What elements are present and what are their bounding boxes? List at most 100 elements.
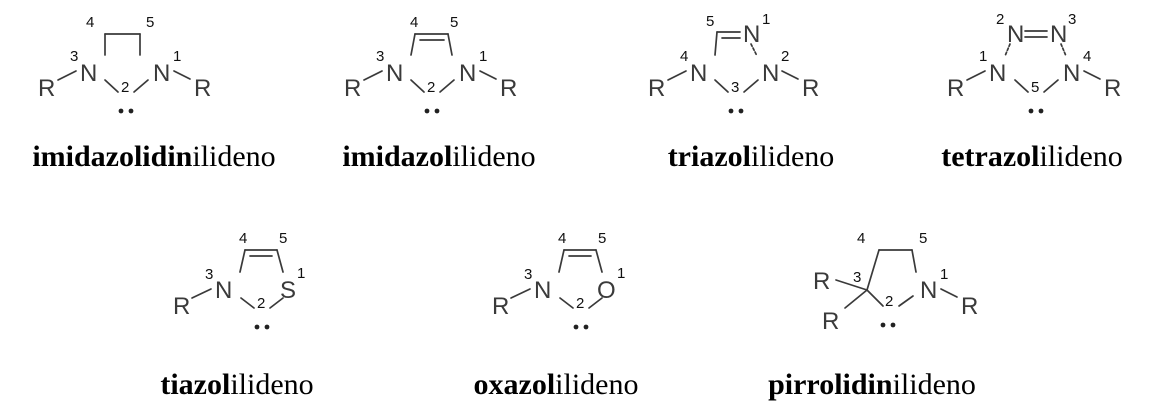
caption-regular-part: ilideno xyxy=(452,140,536,173)
carbene-lone-pair xyxy=(424,108,430,114)
atom-oxygen-1: O xyxy=(597,277,616,304)
position-number-3: 3 xyxy=(205,266,213,283)
position-number-4: 4 xyxy=(239,230,247,247)
caption-regular-part: ilideno xyxy=(892,368,976,401)
position-number-3: 3 xyxy=(376,48,384,65)
caption-triazolilideno: triazolilideno xyxy=(668,142,835,172)
carbene-lone-pair xyxy=(738,108,744,114)
structure-triazolilideno: R N N N R 4 2 3 5 1 xyxy=(648,11,819,114)
atom-nitrogen-3: N xyxy=(534,277,551,304)
position-number-1: 1 xyxy=(297,265,305,282)
structure-imidazolidinilideno: R N N R 3 1 2 4 5 xyxy=(38,14,211,114)
substituent-r-right: R xyxy=(1104,75,1121,102)
caption-bold-part: pirrolidin xyxy=(768,368,893,401)
structure-oxazolilideno: R N O 3 1 2 4 5 xyxy=(492,230,625,330)
carbene-lone-pair xyxy=(254,324,260,330)
atom-nitrogen-3: N xyxy=(215,277,232,304)
atom-nitrogen-1: N xyxy=(459,60,476,87)
atom-nitrogen-1: N xyxy=(153,60,170,87)
carbene-lone-pair xyxy=(728,108,734,114)
carbene-lone-pair xyxy=(1028,108,1034,114)
carbene-lone-pair xyxy=(434,108,440,114)
position-number-5: 5 xyxy=(279,230,287,247)
bonds xyxy=(966,30,1101,93)
position-number-1: 1 xyxy=(173,48,181,65)
atom-nitrogen-3: N xyxy=(80,60,97,87)
atom-nitrogen-2: N xyxy=(762,60,779,87)
position-number-2: 2 xyxy=(996,11,1004,28)
position-number-5: 5 xyxy=(450,14,458,31)
substituent-r-right: R xyxy=(500,75,517,102)
caption-imidazolidinilideno: imidazolidinilideno xyxy=(32,142,275,172)
bonds xyxy=(835,249,958,309)
bonds xyxy=(191,249,284,309)
position-number-2: 2 xyxy=(121,79,129,96)
atom-nitrogen-1: N xyxy=(743,21,760,48)
position-number-4: 4 xyxy=(857,230,865,247)
position-number-4: 4 xyxy=(558,230,566,247)
position-number-3: 3 xyxy=(524,266,532,283)
substituent-r-right: R xyxy=(194,75,211,102)
substituent-r-left: R xyxy=(38,75,55,102)
atom-sulfur-1: S xyxy=(280,277,296,304)
caption-bold-part: oxazol xyxy=(473,368,556,401)
atom-nitrogen-3: N xyxy=(1050,21,1067,48)
caption-regular-part: ilideno xyxy=(1039,140,1123,173)
position-number-5: 5 xyxy=(919,230,927,247)
position-number-5: 5 xyxy=(1031,79,1039,96)
substituent-r-right: R xyxy=(802,75,819,102)
carbene-lone-pair xyxy=(573,324,579,330)
carbene-lone-pair xyxy=(128,108,134,114)
bonds xyxy=(667,31,799,93)
position-number-4: 4 xyxy=(86,14,94,31)
structure-tetrazolilideno: R N N N N R 1 4 5 2 3 xyxy=(947,11,1121,114)
position-number-2: 2 xyxy=(885,293,893,310)
atom-nitrogen-1: N xyxy=(989,60,1006,87)
carbene-lone-pair xyxy=(880,322,886,328)
caption-tetrazolilideno: tetrazolilideno xyxy=(941,142,1123,172)
caption-bold-part: imidazol xyxy=(342,140,453,173)
carbene-lone-pair xyxy=(264,324,270,330)
caption-pirrolidinilideno: pirrolidinilideno xyxy=(768,370,976,400)
substituent-r: R xyxy=(173,293,190,320)
carbene-lone-pair xyxy=(583,324,589,330)
caption-regular-part: ilideno xyxy=(555,368,639,401)
caption-regular-part: ilideno xyxy=(230,368,314,401)
caption-bold-part: tetrazol xyxy=(941,140,1040,173)
substituent-r-left: R xyxy=(648,75,665,102)
structure-pirrolidinilideno: R R N R 3 1 2 4 5 xyxy=(813,230,978,335)
structure-tiazolilideno: R N S 3 1 2 4 5 xyxy=(173,230,305,330)
caption-bold-part: imidazolidin xyxy=(32,140,193,173)
substituent-r-upper: R xyxy=(813,268,830,295)
position-number-1: 1 xyxy=(762,11,770,28)
position-number-2: 2 xyxy=(257,295,265,312)
substituent-r-right: R xyxy=(961,293,978,320)
caption-bold-part: triazol xyxy=(667,140,751,173)
position-number-3: 3 xyxy=(70,48,78,65)
position-number-1: 1 xyxy=(479,48,487,65)
caption-regular-part: ilideno xyxy=(750,140,835,173)
substituent-r-lower: R xyxy=(822,308,839,335)
atom-nitrogen-1: N xyxy=(920,277,937,304)
bonds xyxy=(510,249,603,309)
caption-tiazolilideno: tiazolilideno xyxy=(160,370,313,400)
carbene-lone-pair xyxy=(118,108,124,114)
atom-nitrogen-4: N xyxy=(1063,60,1080,87)
substituent-r-left: R xyxy=(344,75,361,102)
structure-imidazolilideno: R N N R 3 1 2 4 5 xyxy=(344,14,517,114)
carbene-lone-pair xyxy=(1038,108,1044,114)
position-number-1: 1 xyxy=(617,265,625,282)
bonds xyxy=(57,33,191,93)
position-number-1: 1 xyxy=(979,48,987,65)
bonds xyxy=(363,33,497,93)
substituent-r-left: R xyxy=(947,75,964,102)
position-number-4: 4 xyxy=(680,48,688,65)
substituent-r: R xyxy=(492,293,509,320)
atom-nitrogen-4: N xyxy=(690,60,707,87)
caption-oxazolilideno: oxazolilideno xyxy=(474,370,639,400)
position-number-3: 3 xyxy=(1068,11,1076,28)
position-number-5: 5 xyxy=(598,230,606,247)
atom-nitrogen-3: N xyxy=(386,60,403,87)
caption-imidazolilideno: imidazolilideno xyxy=(342,142,535,172)
position-number-4: 4 xyxy=(410,14,418,31)
